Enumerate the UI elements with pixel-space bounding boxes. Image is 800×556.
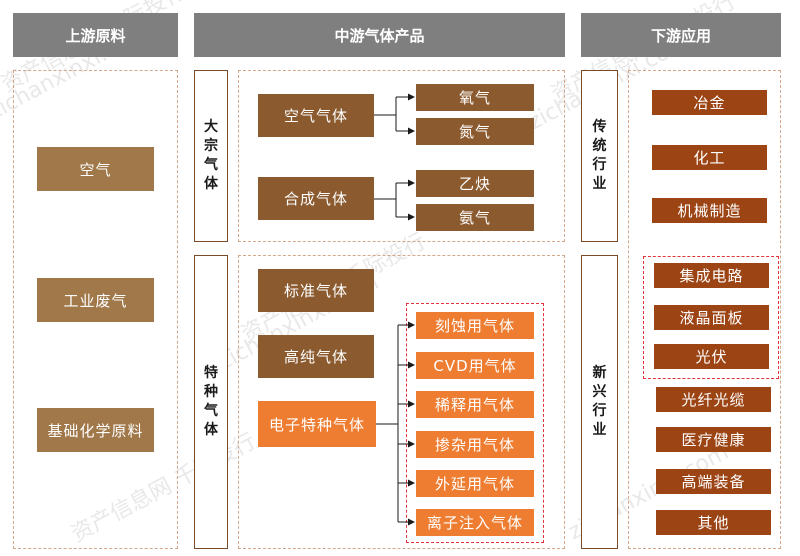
label-char: 种 — [204, 384, 218, 400]
header-upstream: 上游原料 — [13, 13, 178, 57]
synthetic-gas-box: 合成气体 — [258, 177, 374, 220]
dilution-gas-box: 稀释用气体 — [416, 391, 534, 418]
label-char: 统 — [592, 138, 607, 154]
oxygen-box: 氧气 — [416, 84, 534, 111]
label-char: 特 — [204, 365, 218, 381]
upstream-panel — [13, 70, 178, 549]
label-char: 体 — [204, 176, 218, 192]
high-end-equipment-box: 高端装备 — [656, 469, 771, 494]
traditional-industry-label: 传 统 行 业 — [581, 70, 618, 242]
special-gas-label: 特 种 气 体 — [194, 255, 228, 549]
acetylene-box: 乙炔 — [416, 170, 534, 197]
label-char: 体 — [204, 422, 218, 438]
doping-gas-box: 掺杂用气体 — [416, 431, 534, 458]
header-midstream: 中游气体产品 — [194, 13, 565, 57]
upstream-item-air: 空气 — [37, 147, 154, 191]
emerging-industry-label: 新 兴 行 业 — [581, 255, 618, 549]
standard-gas-box: 标准气体 — [258, 269, 374, 312]
electronic-gas-highlight — [406, 303, 544, 543]
nitrogen-box: 氮气 — [416, 118, 534, 145]
others-box: 其他 — [656, 510, 771, 535]
optical-fiber-box: 光纤光缆 — [656, 387, 771, 412]
healthcare-box: 医疗健康 — [656, 427, 771, 452]
semiconductor-highlight — [643, 256, 779, 379]
upstream-item-basic-chemicals: 基础化学原料 — [37, 408, 154, 452]
label-char: 兴 — [592, 384, 607, 400]
bulk-gas-label: 大 宗 气 体 — [194, 70, 228, 242]
epitaxy-gas-box: 外延用气体 — [416, 470, 534, 497]
label-char: 行 — [592, 403, 607, 419]
chemical-industry-box: 化工 — [652, 145, 767, 170]
ion-implant-gas-box: 离子注入气体 — [416, 509, 534, 536]
special-gas-panel — [238, 255, 565, 549]
integrated-circuit-box: 集成电路 — [654, 263, 769, 288]
label-char: 气 — [204, 157, 218, 173]
label-char: 传 — [592, 119, 607, 135]
label-char: 气 — [204, 403, 218, 419]
label-char: 业 — [592, 176, 607, 192]
cvd-gas-box: CVD用气体 — [416, 352, 534, 379]
etching-gas-box: 刻蚀用气体 — [416, 312, 534, 339]
upstream-item-industrial-waste-gas: 工业废气 — [37, 278, 154, 322]
lcd-panel-box: 液晶面板 — [654, 305, 769, 330]
header-downstream: 下游应用 — [581, 13, 781, 57]
bulk-gas-panel — [238, 70, 565, 242]
high-purity-gas-box: 高纯气体 — [258, 335, 374, 378]
air-gas-box: 空气气体 — [258, 94, 374, 137]
photovoltaic-box: 光伏 — [654, 344, 769, 369]
electronic-special-gas-box: 电子特种气体 — [258, 401, 376, 447]
downstream-panel — [628, 70, 781, 549]
label-char: 业 — [592, 422, 607, 438]
ammonia-box: 氨气 — [416, 204, 534, 231]
label-char: 大 — [204, 119, 218, 135]
label-char: 宗 — [204, 138, 218, 154]
label-char: 行 — [592, 157, 607, 173]
label-char: 新 — [592, 365, 607, 381]
machinery-box: 机械制造 — [652, 198, 767, 223]
metallurgy-box: 冶金 — [652, 90, 767, 115]
